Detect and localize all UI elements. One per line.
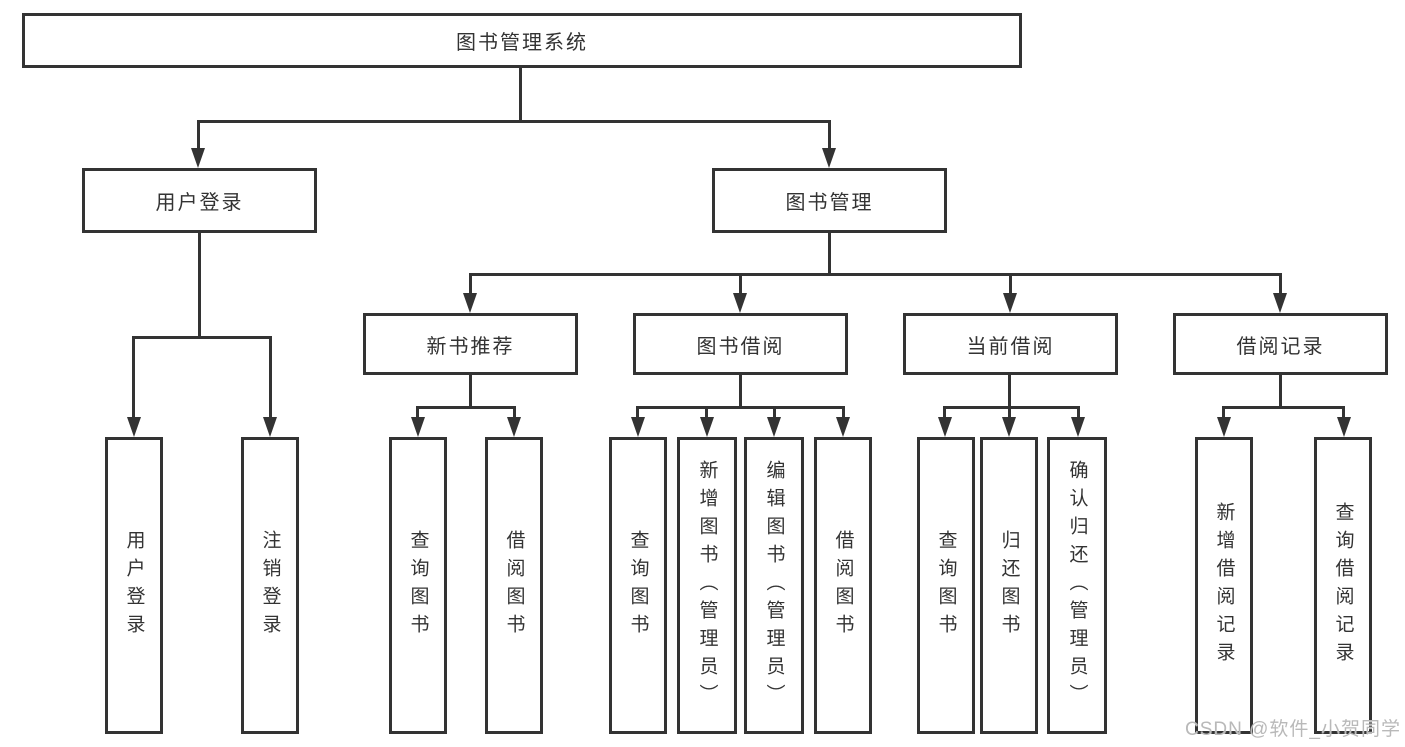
arrowhead-icon [767,417,781,437]
connector-line [1279,273,1282,295]
connector-line [739,375,742,407]
connector-line [773,406,776,421]
connector-line [636,406,639,421]
leaf-query-books-borrowing: 查询图书 [609,437,667,734]
connector-line [1342,406,1345,421]
connector-line [416,406,516,409]
node-label: 编辑图书（管理员） [763,459,785,712]
leaf-edit-books-admin: 编辑图书（管理员） [744,437,804,734]
arrowhead-icon [836,417,850,437]
node-label: 注销登录 [259,529,281,642]
connector-line [1008,375,1011,407]
arrowhead-icon [631,417,645,437]
node-label: 新书推荐 [426,335,515,358]
node-book-management: 图书管理 [712,168,947,233]
connector-line [705,406,708,421]
arrowhead-icon [463,293,477,313]
csdn-watermark: CSDN @软件_小贺同学 [1185,719,1401,740]
connector-line [132,336,272,339]
connector-line [269,336,272,419]
leaf-add-books-admin: 新增图书（管理员） [677,437,737,734]
connector-line [1222,406,1225,421]
node-book-borrowing: 图书借阅 [633,313,848,375]
arrowhead-icon [1003,293,1017,313]
connector-line [197,120,200,150]
arrowhead-icon [1002,417,1016,437]
connector-line [943,406,946,421]
leaf-query-books-current: 查询图书 [917,437,975,734]
leaf-logout: 注销登录 [241,437,299,734]
node-user-login: 用户登录 [82,168,317,233]
connector-line [198,233,201,339]
leaf-user-login: 用户登录 [105,437,163,734]
arrowhead-icon [733,293,747,313]
connector-line [416,406,419,421]
node-label: 当前借阅 [966,335,1055,358]
node-label: 用户登录 [155,192,244,214]
connector-line [1077,406,1080,421]
leaf-confirm-return-admin: 确认归还（管理员） [1047,437,1107,734]
connector-line [828,120,831,150]
node-borrowing-records: 借阅记录 [1173,313,1388,375]
node-label: 借阅记录 [1236,335,1325,358]
leaf-borrow-books: 借阅图书 [814,437,872,734]
connector-line [1279,375,1282,407]
connector-line [842,406,845,421]
connector-line [1222,406,1345,409]
leaf-borrow-books-recommend: 借阅图书 [485,437,543,734]
leaf-return-books: 归还图书 [980,437,1038,734]
node-label: 图书管理 [785,192,874,214]
arrowhead-icon [938,417,952,437]
node-library-management-system: 图书管理系统 [22,13,1022,68]
leaf-add-borrow-record: 新增借阅记录 [1195,437,1253,734]
node-label: 归还图书 [998,529,1020,642]
connector-line [469,273,472,295]
arrowhead-icon [1273,293,1287,313]
node-label: 新增图书（管理员） [696,459,718,712]
arrowhead-icon [263,417,277,437]
node-label: 用户登录 [123,529,145,642]
node-label: 图书借阅 [696,335,785,358]
node-label: 查询图书 [407,529,429,642]
arrowhead-icon [822,148,836,168]
leaf-query-borrow-record: 查询借阅记录 [1314,437,1372,734]
arrowhead-icon [507,417,521,437]
connector-line [469,375,472,407]
node-label: 查询图书 [627,529,649,642]
connector-line [1008,406,1011,421]
node-label: 图书管理系统 [456,32,588,54]
arrowhead-icon [1337,417,1351,437]
node-label: 确认归还（管理员） [1066,459,1088,712]
connector-line [636,406,845,409]
node-label: 借阅图书 [503,529,525,642]
connector-line [739,273,742,295]
node-label: 查询图书 [935,529,957,642]
connector-line [1009,273,1012,295]
arrowhead-icon [700,417,714,437]
node-label: 新增借阅记录 [1213,501,1235,670]
node-label: 借阅图书 [832,529,854,642]
arrowhead-icon [127,417,141,437]
connector-line [519,68,522,120]
node-new-book-recommendation: 新书推荐 [363,313,578,375]
connector-line [469,273,1282,276]
node-label: 查询借阅记录 [1332,501,1354,670]
connector-line [132,336,135,419]
arrowhead-icon [411,417,425,437]
connector-line [197,120,830,123]
connector-line [828,233,831,273]
node-current-borrowing: 当前借阅 [903,313,1118,375]
arrowhead-icon [1071,417,1085,437]
arrowhead-icon [1217,417,1231,437]
connector-line [513,406,516,421]
leaf-query-books-recommend: 查询图书 [389,437,447,734]
arrowhead-icon [191,148,205,168]
connector-line [943,406,1080,409]
